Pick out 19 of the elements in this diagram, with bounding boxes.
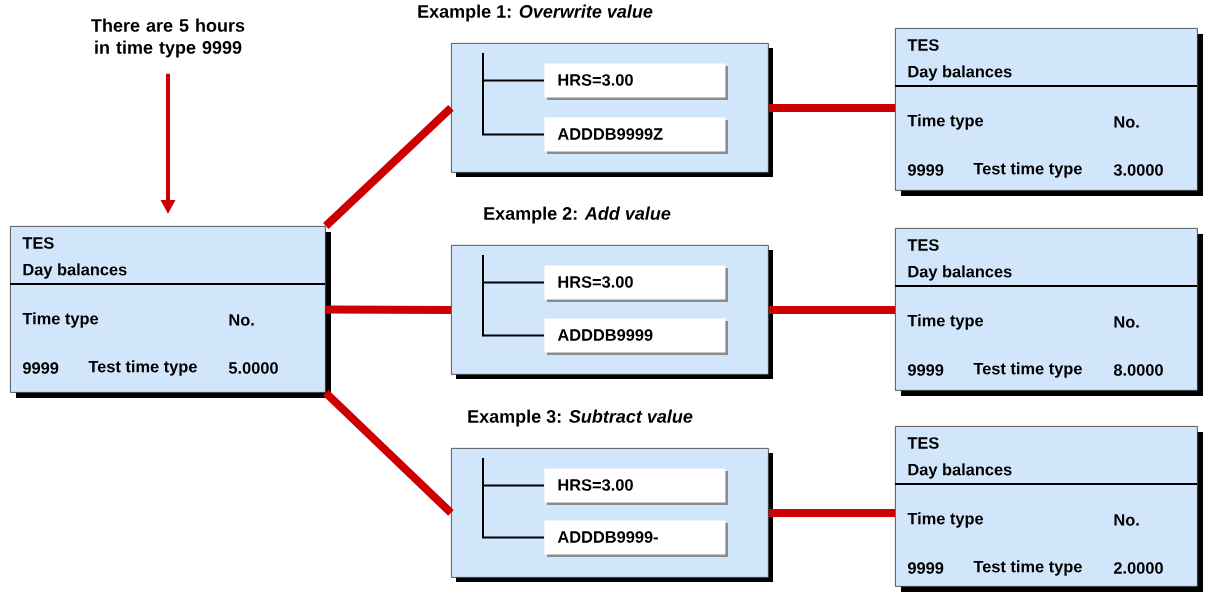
balance-table: TES Day balances Time type No. 9999 Test time type 8.0000 <box>894 228 1203 396</box>
value-field: ADDDB9999Z <box>544 117 728 154</box>
value-field: ADDDB9999 <box>544 318 728 355</box>
node-label: Example 3: Subtract value <box>468 409 693 427</box>
value-field: HRS=3.00 <box>544 63 728 100</box>
tree-line <box>482 254 545 337</box>
note-text: There are 5 hours in time type 9999 <box>91 18 245 58</box>
tree-line <box>482 457 545 539</box>
connector-line <box>323 389 454 516</box>
tree-line <box>482 52 545 136</box>
value-field: HRS=3.00 <box>544 265 728 302</box>
connector-line <box>323 105 454 229</box>
value-field: HRS=3.00 <box>544 468 728 505</box>
balance-table: TES Day balances Time type No. 9999 Test time type 3.0000 <box>894 28 1203 196</box>
node-label: Example 2: Add value <box>484 206 671 224</box>
balance-table: TES Day balances Time type No. 9999 Test time type 5.0000 <box>9 226 331 398</box>
node-label: Example 1: Overwrite value <box>418 4 653 22</box>
balance-table: TES Day balances Time type No. 9999 Test time type 2.0000 <box>894 426 1203 592</box>
value-field: ADDDB9999- <box>544 520 728 557</box>
